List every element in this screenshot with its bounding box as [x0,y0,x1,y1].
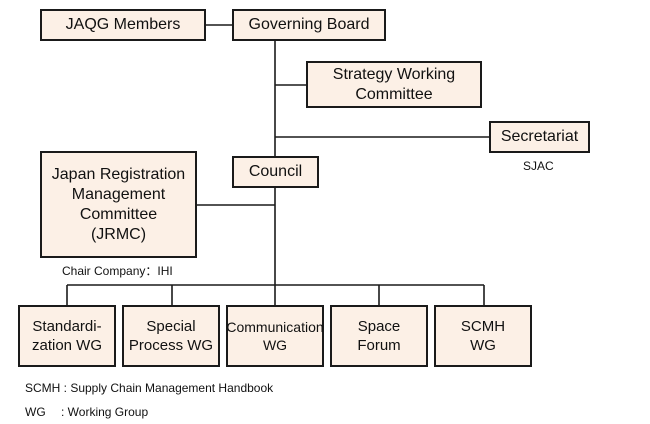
strategy-working-committee-label: Strategy Working Committee [332,65,456,103]
standardization-wg-label: Standardi- zation WG [31,318,103,354]
special-process-wg-label: Special Process WG [128,318,214,354]
council-box: Council [232,156,319,188]
standardization-wg-box: Standardi- zation WG [18,305,116,367]
scmh-wg-box: SCMH WG [434,305,532,367]
secretariat-label: Secretariat [500,128,579,145]
scmh-wg-label: SCMH WG [460,318,506,354]
secretariat-box: Secretariat [489,121,590,153]
communication-wg-label: Communication WG [226,319,324,353]
space-forum-box: Space Forum [330,305,428,367]
space-forum-label: Space Forum [357,318,401,354]
special-process-wg-box: Special Process WG [122,305,220,367]
secretariat-sjac-note: SJAC [523,159,554,173]
jrmc-label: Japan Registration Management Committee … [51,165,186,243]
jaqg-members-box: JAQG Members [40,9,206,41]
communication-wg-box: Communication WG [226,305,324,367]
strategy-working-committee-box: Strategy Working Committee [306,61,482,108]
jaqg-members-label: JAQG Members [65,16,181,33]
legend-wg: WG : Working Group [25,405,149,419]
legend-scmh: SCMH : Supply Chain Management Handbook [25,381,274,395]
jrmc-box: Japan Registration Management Committee … [40,151,197,258]
jrmc-chair-note: Chair Company：IHI [62,264,173,278]
governing-board-label: Governing Board [248,16,370,33]
council-label: Council [248,163,303,180]
governing-board-box: Governing Board [232,9,386,41]
